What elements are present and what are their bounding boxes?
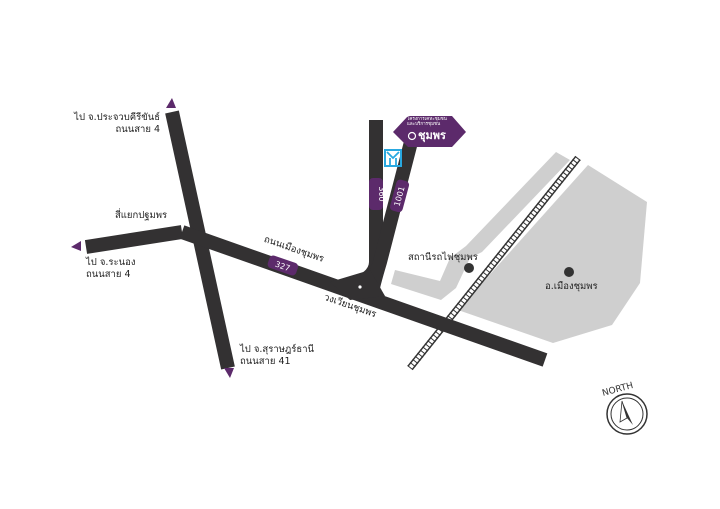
destination-north-line1: ไป จ.ประจวบคีรีขันธ์ [74,112,160,123]
city-area [458,165,647,343]
station-area [391,152,570,300]
station-marker [464,263,474,273]
roundabout-junction [330,270,385,300]
destination-west-line2: ถนนสาย 4 [86,269,131,280]
arrow-north-icon [166,98,176,108]
route-360-shield [369,178,383,210]
sign-title: ชุมพร [418,129,446,142]
destination-west-line1: ไป จ.ระนอง [86,257,136,268]
arrow-south-icon [224,368,234,378]
destination-north: ไป จ.ประจวบคีรีขันธ์ ถนนสาย 4 [74,112,160,136]
city-marker [564,267,574,277]
sign-small-2: และบริการชุมชน [407,122,441,127]
station-label: สถานีรถไฟชุมพร [408,252,478,263]
route-327-shield [267,255,299,276]
sign-small-1: โครงการเคหะชุมชน [407,117,447,122]
building-icon [384,149,402,167]
destination-south: ไป จ.สุราษฎร์ธานี ถนนสาย 41 [240,344,314,368]
north-compass-icon [606,393,648,435]
arrow-west-icon [71,241,81,251]
destination-south-line1: ไป จ.สุราษฎร์ธานี [240,344,315,355]
intersection-label: สี่แยกปฐมพร [115,210,168,221]
city-label: อ.เมืองชุมพร [545,281,598,292]
railway [407,155,581,371]
road-highway-4-west [84,225,184,254]
destination-west: ไป จ.ระนอง ถนนสาย 4 [86,257,135,281]
destination-south-line2: ถนนสาย 41 [240,356,291,367]
location-pin-icon [407,131,417,141]
sign-subtitle: โครงการเคหะชุมชน และบริการชุมชน [407,117,447,127]
route-360-label: 360 [377,186,386,201]
route-1001-shield [389,179,410,213]
destination-north-line2: ถนนสาย 4 [115,124,160,135]
